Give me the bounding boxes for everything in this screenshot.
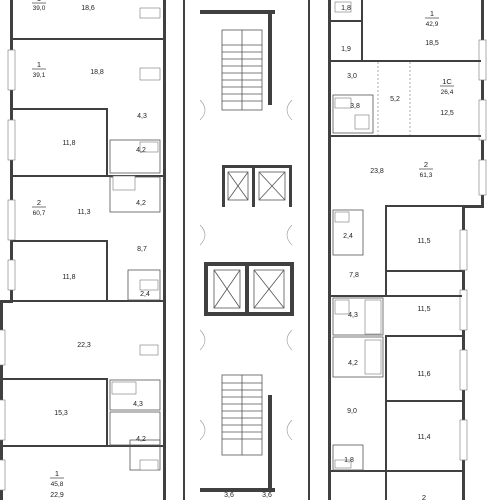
svg-text:39,0: 39,0 (33, 5, 46, 12)
room-label: 1,9 (341, 46, 351, 53)
room-label: 3,8 (350, 103, 360, 110)
room-label: 4,3 (137, 113, 147, 120)
room-label: 1,8 (341, 5, 351, 12)
room-label: 4,2 (136, 436, 146, 443)
unit-badge: 2 (422, 493, 426, 500)
right-partitions (331, 0, 481, 500)
stair-treads-bottom (222, 382, 262, 440)
room-label: 18,5 (425, 40, 439, 47)
room-label: 22,3 (77, 342, 91, 349)
room-label: 2,4 (343, 233, 353, 240)
svg-text:1: 1 (55, 469, 59, 478)
svg-text:1: 1 (430, 9, 434, 18)
room-label: 1,8 (344, 457, 354, 464)
unit-badges: 1 39,0 1 39,1 2 60,7 1 45,8 1 42,9 1С 26… (32, 0, 454, 500)
svg-text:1С: 1С (442, 77, 452, 86)
svg-text:1: 1 (37, 0, 41, 3)
room-label: 3,0 (347, 73, 357, 80)
room-label: 7,8 (349, 272, 359, 279)
svg-text:26,4: 26,4 (441, 89, 454, 96)
room-label: 11,5 (417, 306, 430, 313)
room-label: 11,8 (62, 274, 75, 281)
svg-text:45,8: 45,8 (51, 481, 64, 488)
room-label: 18,8 (90, 69, 104, 76)
room-label: 12,5 (440, 110, 454, 117)
unit-badge: 1 39,0 (32, 0, 46, 12)
room-label: 8,7 (137, 246, 147, 253)
unit-badge: 1С 26,4 (440, 77, 454, 96)
svg-text:2: 2 (422, 493, 426, 500)
unit-badge: 2 61,3 (419, 160, 433, 179)
svg-text:2: 2 (424, 160, 428, 169)
windows (0, 39, 487, 491)
room-label: 11,4 (417, 434, 430, 441)
room-label: 3,6 (224, 492, 234, 499)
room-label: 18,6 (81, 5, 95, 12)
left-partitions (3, 7, 163, 471)
room-label: 2,4 (140, 291, 150, 298)
core (199, 10, 294, 492)
svg-text:42,9: 42,9 (426, 21, 439, 28)
svg-text:61,3: 61,3 (420, 172, 433, 179)
room-label: 22,9 (50, 492, 64, 499)
unit-badge: 1 45,8 (50, 469, 64, 488)
room-label: 9,0 (347, 408, 357, 415)
unit-badge: 2 60,7 (32, 198, 46, 217)
svg-text:2: 2 (37, 198, 41, 207)
room-label: 15,3 (54, 410, 68, 417)
unit-badge: 1 42,9 (425, 9, 439, 28)
room-label: 4,3 (348, 312, 358, 319)
room-label: 11,6 (417, 371, 430, 378)
svg-text:60,7: 60,7 (33, 210, 46, 217)
room-label: 4,2 (136, 147, 146, 154)
room-label: 4,3 (133, 401, 143, 408)
room-labels: 18,6 18,8 4,3 11,8 4,2 4,2 11,3 8,7 11,8… (50, 5, 454, 499)
unit-badge: 1 39,1 (32, 60, 46, 79)
stair-treads-top (222, 44, 262, 102)
room-label: 5,2 (390, 96, 400, 103)
room-label: 11,5 (417, 238, 430, 245)
svg-text:39,1: 39,1 (33, 72, 46, 79)
room-label: 4,2 (348, 360, 358, 367)
room-label: 4,2 (136, 200, 146, 207)
room-label: 3,6 (262, 492, 272, 499)
room-label: 11,3 (77, 209, 90, 216)
svg-text:1: 1 (37, 60, 41, 69)
room-label: 11,8 (62, 140, 75, 147)
room-label: 23,8 (370, 168, 384, 175)
